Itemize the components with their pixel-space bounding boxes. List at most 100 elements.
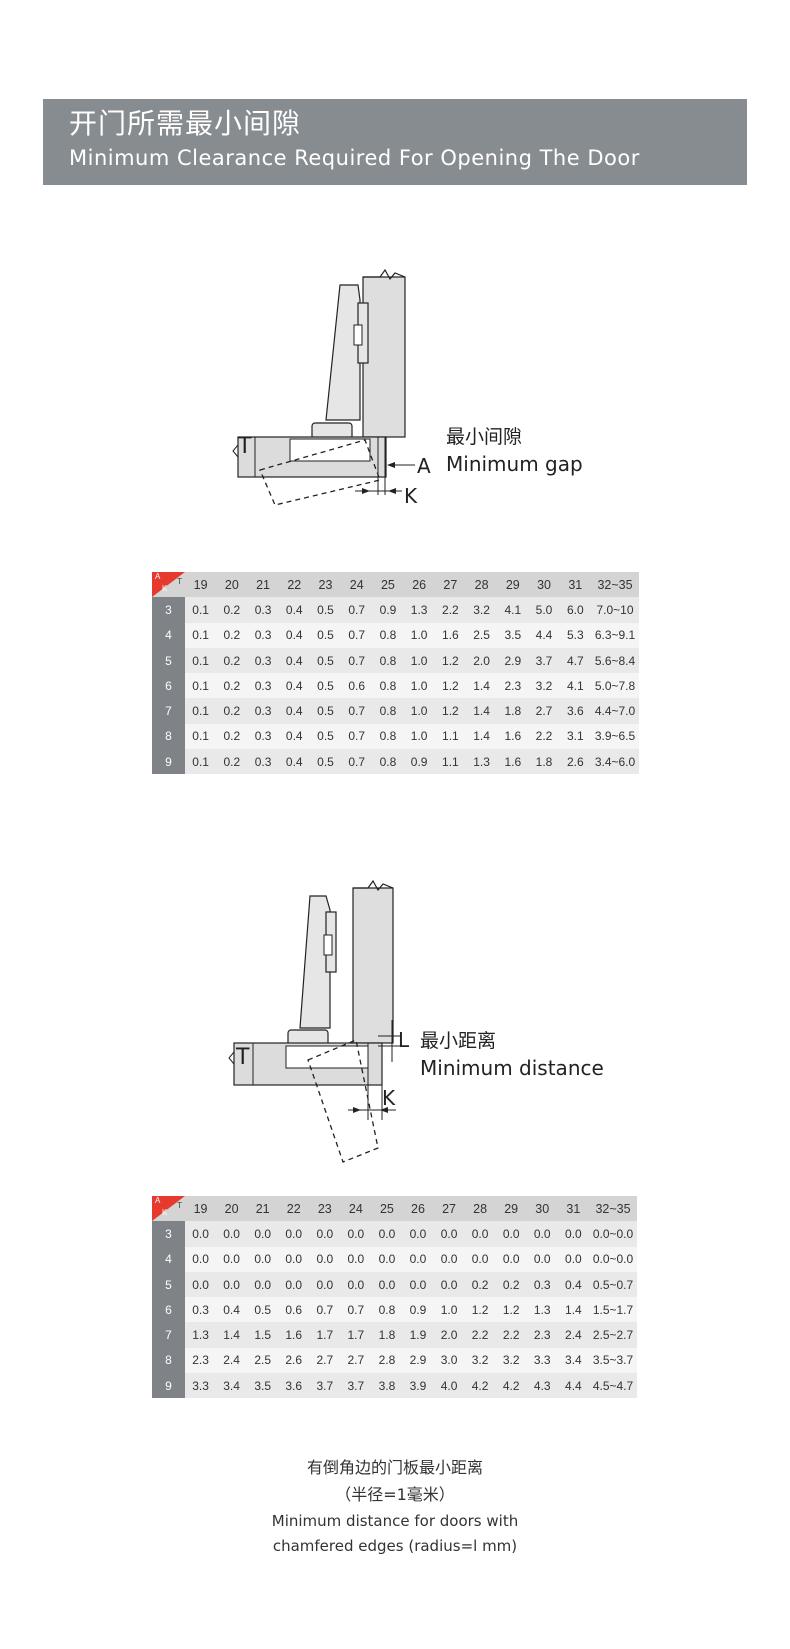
table-cell: 1.4: [465, 698, 498, 724]
table-cell: 0.7: [341, 723, 373, 750]
column-header: 28: [465, 572, 498, 598]
column-header: 22: [278, 572, 310, 598]
table-cell: 0.6: [341, 673, 373, 699]
table-cell: 0.0: [433, 1221, 465, 1247]
table-cell: 4.7: [559, 647, 591, 674]
table-cell: 0.2: [495, 1271, 527, 1298]
table-cell: 0.2: [216, 723, 248, 750]
table-cell: 0.0: [216, 1246, 248, 1272]
minimum-gap-label-en: Minimum gap: [446, 452, 583, 476]
row-header: 8: [152, 723, 185, 750]
table-cell: 0.8: [372, 698, 404, 724]
table-cell: 1.8: [528, 749, 560, 775]
table-cell: 3.2: [465, 597, 498, 623]
table-cell: 3.3: [526, 1347, 558, 1374]
label-A: A: [417, 454, 431, 478]
table-cell: 3.2: [464, 1347, 496, 1374]
table-cell: 0.3: [247, 749, 279, 775]
table-cell: 0.7: [340, 1297, 372, 1323]
table-cell: 3.4: [557, 1347, 589, 1374]
table-cell: 0.5~0.7: [589, 1271, 637, 1298]
table-cell: 2.6: [559, 749, 591, 775]
table-cell: 0.4: [557, 1271, 589, 1298]
table-cell: 0.6: [278, 1297, 310, 1323]
column-header: 24: [340, 1196, 372, 1222]
table-cell: 0.8: [372, 749, 404, 775]
table-cell: 3.7: [528, 647, 560, 674]
table-cell: 0.3: [247, 723, 279, 750]
note-line-cn: 有倒角边的门板最小距离: [306, 1458, 483, 1477]
table-cell: 1.5~1.7: [589, 1297, 637, 1323]
table-cell: 2.6: [278, 1347, 310, 1374]
table-cell: 0.1: [185, 723, 217, 750]
table-cell: 1.4: [557, 1297, 589, 1323]
table-cell: 2.2: [528, 723, 560, 750]
row-header: 4: [152, 1246, 185, 1272]
table-cell: 3.7: [309, 1373, 341, 1399]
table-cell: 1.1: [434, 723, 466, 750]
row-header: 3: [152, 1221, 185, 1247]
table-cell: 0.9: [403, 749, 435, 775]
column-header: 29: [497, 572, 529, 598]
table-cell: 4.4: [528, 622, 560, 648]
table-cell: 0.0: [557, 1246, 589, 1272]
table-cell: 3.0: [433, 1347, 465, 1374]
table-cell: 0.8: [372, 622, 404, 648]
table-cell: 0.0: [185, 1221, 217, 1247]
table-cell: 4.4~7.0: [591, 698, 639, 724]
chamfer-note: 有倒角边的门板最小距离 （半径=1毫米） Minimum distance fo…: [0, 1455, 790, 1559]
table-cell: 0.3: [247, 698, 279, 724]
row-header: 5: [152, 647, 185, 674]
minimum-gap-table: A K T 19 20 21 22 23 24 25 26 27 28 29 3…: [152, 572, 639, 775]
table-cell: 1.0: [403, 647, 435, 674]
table-cell: 0.7: [341, 622, 373, 648]
cabinet-panel: [352, 887, 394, 1044]
table-cell: 1.2: [434, 673, 466, 699]
table-cell: 5.6~8.4: [591, 647, 639, 674]
column-header: 28: [464, 1196, 496, 1222]
table-cell: 0.8: [371, 1297, 403, 1323]
table-cell: 1.6: [278, 1322, 310, 1348]
table-cell: 0.4: [278, 647, 310, 674]
section-title-en: Minimum Clearance Required For Opening T…: [69, 146, 640, 170]
table-cell: 0.0: [526, 1246, 558, 1272]
table-cell: 0.5: [309, 749, 342, 775]
label-L: L: [398, 1028, 410, 1052]
note-line-en: Minimum distance for doors with: [271, 1512, 519, 1530]
table-cell: 1.9: [402, 1322, 434, 1348]
column-header: 25: [372, 572, 404, 598]
table-cell: 0.0: [526, 1221, 558, 1247]
table-cell: 2.4: [557, 1322, 589, 1348]
table-cell: 5.0~7.8: [591, 673, 639, 699]
table-cell: 0.0: [371, 1246, 403, 1272]
table-cell: 1.0: [403, 673, 435, 699]
table-cell: 2.7: [340, 1347, 372, 1374]
table-cell: 6.0: [559, 597, 591, 623]
table-cell: 3.9: [402, 1373, 434, 1399]
table-cell: 0.0: [433, 1271, 465, 1298]
table-cell: 0.7: [309, 1297, 341, 1323]
column-header: 27: [433, 1196, 465, 1222]
table-corner-cell: A K T: [152, 572, 185, 598]
column-header: 29: [495, 1196, 527, 1222]
column-header: 20: [216, 1196, 248, 1222]
table-cell: 1.3: [526, 1297, 558, 1323]
table-cell: 0.2: [216, 749, 248, 775]
table-cell: 0.3: [247, 673, 279, 699]
table-cell: 3.3: [185, 1373, 217, 1399]
minimum-distance-label-cn: 最小距离: [420, 1030, 496, 1052]
table-cell: 0.4: [278, 698, 310, 724]
table-cell: 1.0: [403, 698, 435, 724]
table-cell: 3.2: [528, 673, 560, 699]
table-cell: 0.0: [247, 1246, 279, 1272]
minimum-gap-label-cn: 最小间隙: [446, 426, 522, 448]
table-cell: 5.0: [528, 597, 560, 623]
table-cell: 0.8: [372, 647, 404, 674]
table-cell: 4.5~4.7: [589, 1373, 637, 1399]
table-cell: 0.3: [247, 647, 279, 674]
table-cell: 2.2: [434, 597, 466, 623]
table-cell: 1.2: [464, 1297, 496, 1323]
